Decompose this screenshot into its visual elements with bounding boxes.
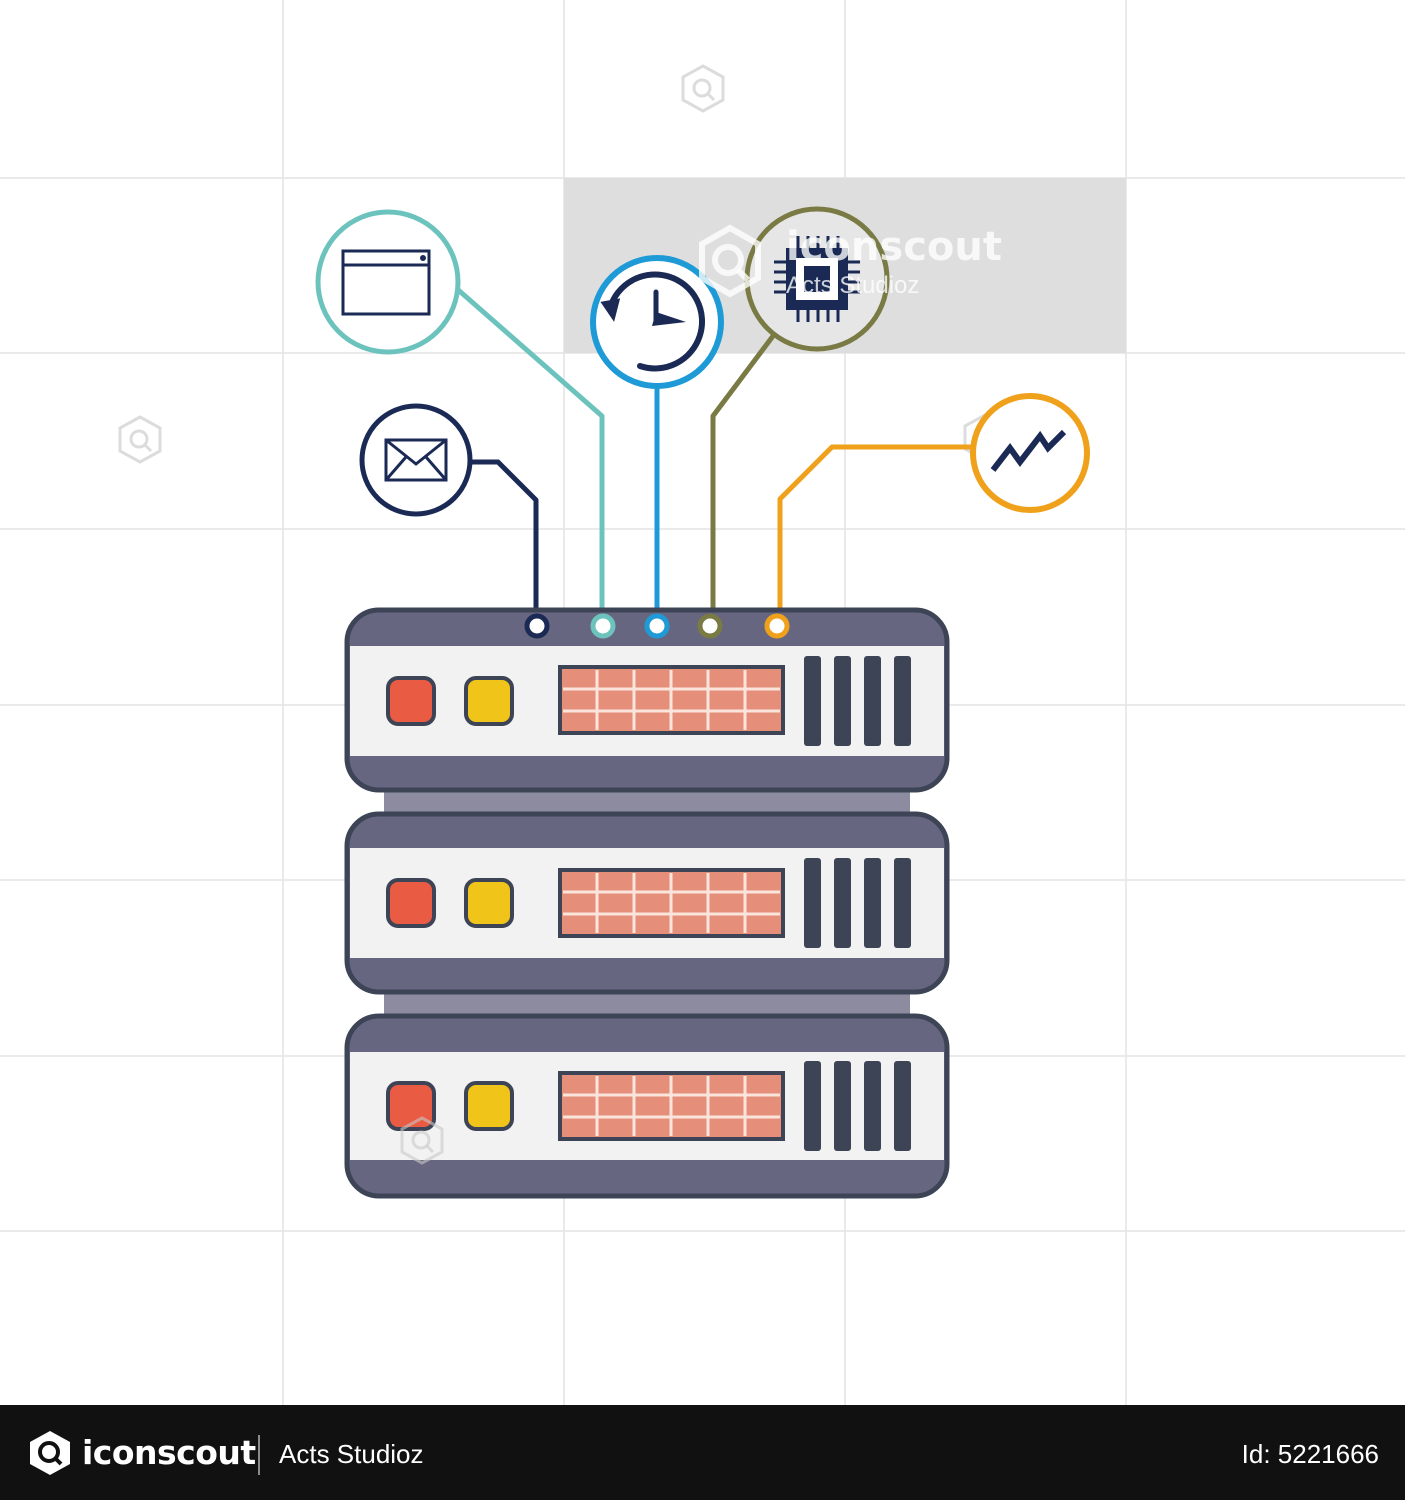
chart-port [764,613,790,639]
red-led [386,878,436,928]
browser-window-icon [315,209,461,355]
watermark-badge-icon [118,415,162,464]
server-unit [344,607,950,793]
footer-divider [258,1435,260,1475]
grille [558,1071,785,1141]
footer-bar: iconscout Acts Studioz Id: 5221666 [0,1405,1405,1500]
iconscout-logo-icon [30,1431,70,1475]
clock-history-icon [590,255,724,389]
cpu-port [697,613,723,639]
grille [558,868,785,938]
server-unit [344,811,950,995]
footer-author[interactable]: Acts Studioz [279,1439,424,1469]
footer-asset-id: Id: 5221666 [1241,1439,1379,1469]
watermark-badge-icon [400,1116,444,1165]
vent-slots [804,858,911,948]
trend-chart-icon [970,393,1090,513]
connector-lines [454,286,972,618]
vent-slots [804,656,911,746]
clock-port [644,613,670,639]
chart-connector [777,444,972,618]
port-dots [524,613,790,639]
server-stack-icon [344,607,950,1199]
server-illustration [0,0,1405,1405]
mail-connector [470,459,539,618]
watermark-badge-icon [681,64,725,113]
watermark-author-text: Acts Studioz [786,272,920,299]
watermark-brand-text: iconscout [786,224,1002,270]
cpu-chip-icon [744,206,890,352]
mail-port [524,613,550,639]
yellow-led [464,878,514,928]
yellow-led [464,1081,514,1131]
yellow-led [464,676,514,726]
browser-connector [454,286,605,618]
red-led [386,676,436,726]
grille [558,665,785,735]
vent-slots [804,1061,911,1151]
browser-port [590,613,616,639]
mail-envelope-icon [359,403,473,517]
watermark-logo-icon [699,224,761,298]
footer-brand[interactable]: iconscout [82,1433,256,1472]
cpu-connector [710,334,775,618]
server-unit [344,1013,950,1199]
